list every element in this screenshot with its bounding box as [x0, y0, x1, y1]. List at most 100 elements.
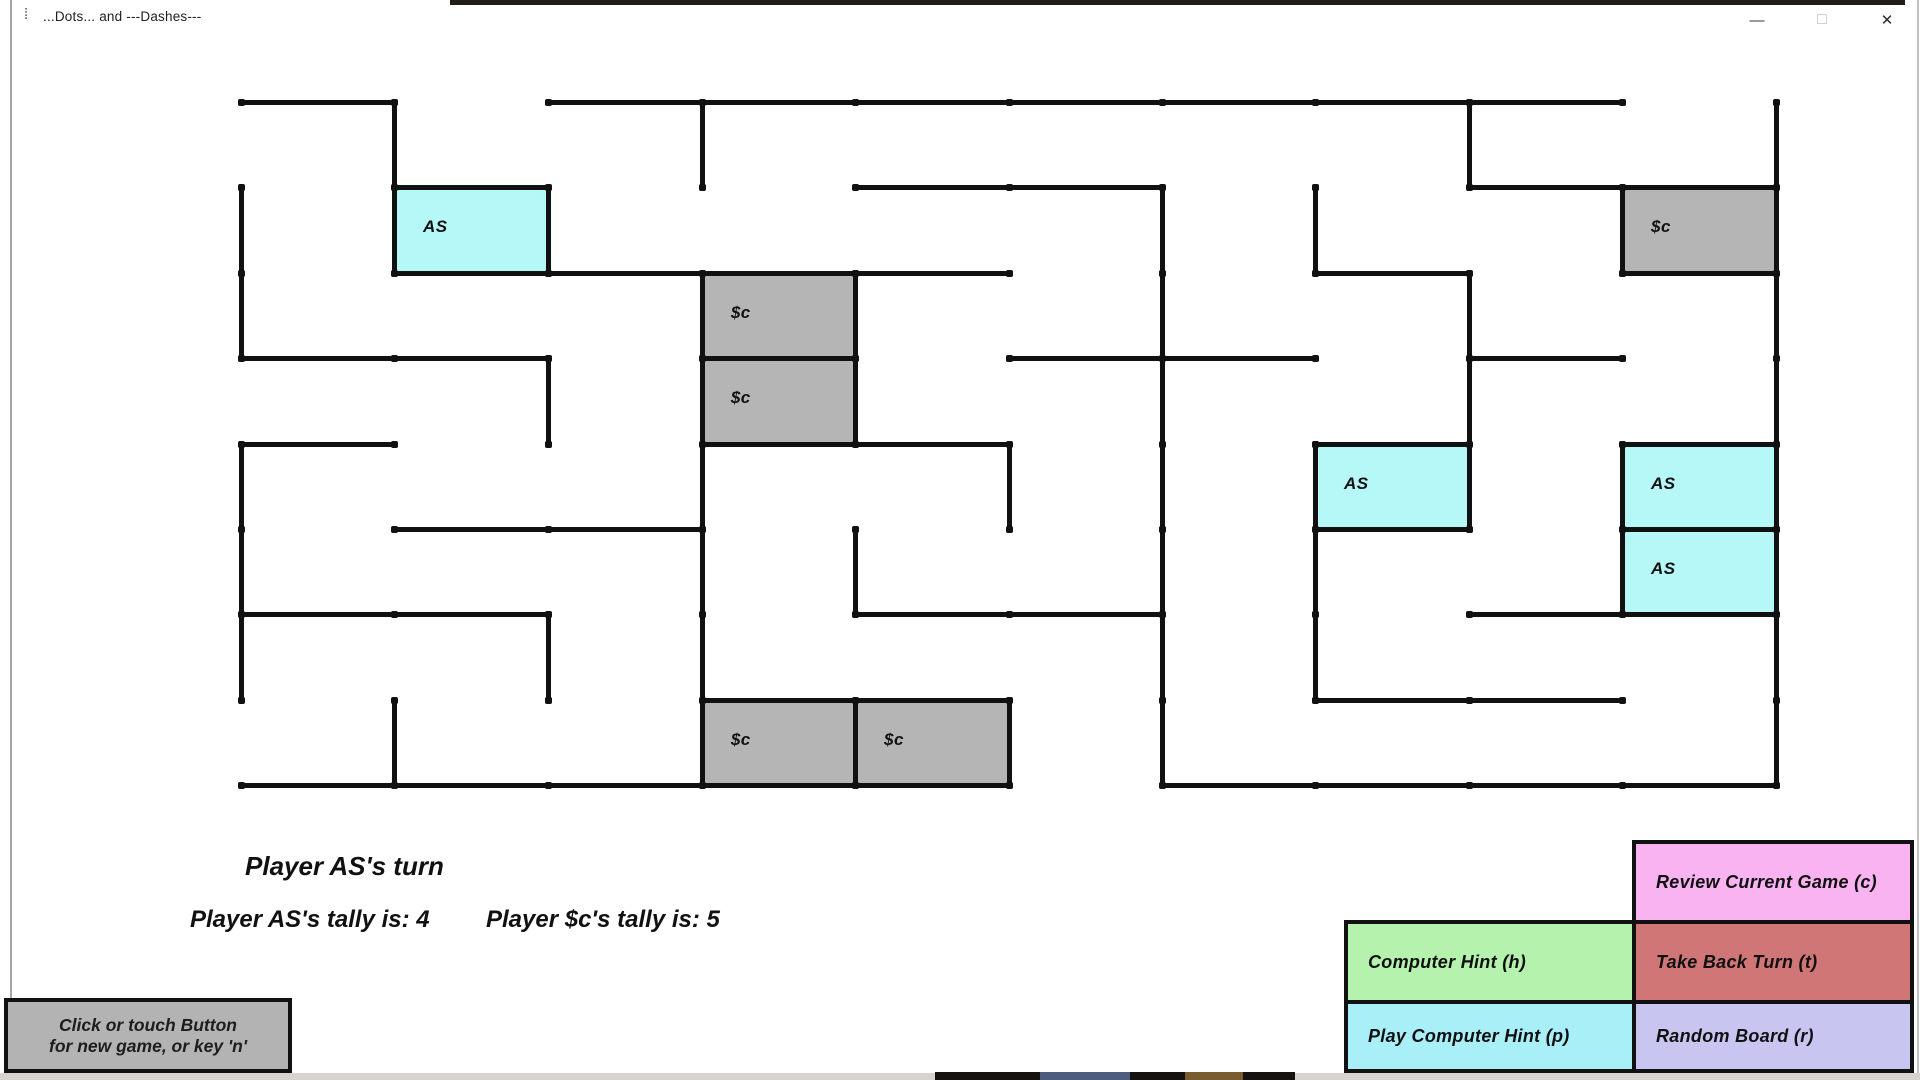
- grid-dot: [238, 270, 245, 277]
- grid-dot: [391, 782, 398, 789]
- minimize-button[interactable]: —: [1749, 11, 1765, 29]
- grid-dot: [1312, 184, 1319, 191]
- grid-dot: [1773, 526, 1780, 533]
- grid-dot: [1312, 355, 1319, 362]
- grid-dot: [1773, 184, 1780, 191]
- random-board-button[interactable]: Random Board (r): [1632, 1000, 1914, 1073]
- drawn-dash-vertical: [853, 698, 858, 788]
- window-title: ...Dots... and ---Dashes---: [43, 9, 202, 24]
- review-current-game-button[interactable]: Review Current Game (c): [1632, 840, 1914, 924]
- drawn-dash-horizontal: [1007, 356, 1165, 361]
- drawn-dash-vertical: [1620, 185, 1625, 276]
- box-owner-label: AS: [1651, 558, 1676, 578]
- drawn-dash-horizontal: [1467, 100, 1625, 105]
- title-bar[interactable]: ⁞ ...Dots... and ---Dashes--- — □ ✕: [12, 5, 1917, 35]
- claimed-box-as: AS: [1624, 531, 1774, 612]
- grid-dot: [1773, 441, 1780, 448]
- drawn-dash-vertical: [853, 527, 858, 617]
- grid-dot: [238, 355, 245, 362]
- drawn-dash-vertical: [1620, 527, 1625, 617]
- new-game-button-line1: Click or touch Button: [59, 1014, 237, 1035]
- grid-dot: [391, 99, 398, 106]
- drawn-dash-horizontal: [1160, 356, 1318, 361]
- drawn-dash-horizontal: [546, 271, 705, 276]
- grid-dot: [238, 441, 245, 448]
- drawn-dash-horizontal: [1007, 100, 1165, 105]
- drawn-dash-horizontal: [1620, 442, 1779, 447]
- grid-dot: [1159, 526, 1166, 533]
- drawn-dash-vertical: [1774, 185, 1779, 276]
- grid-dot: [699, 355, 706, 362]
- grid-dot: [545, 184, 552, 191]
- grid-dot: [238, 782, 245, 789]
- app-icon: ⁞: [24, 6, 29, 23]
- drawn-dash-horizontal: [853, 612, 1012, 617]
- new-game-button-line2: for new game, or key 'n': [49, 1035, 247, 1056]
- drawn-dash-horizontal: [239, 356, 397, 361]
- drawn-dash-horizontal: [853, 185, 1012, 190]
- claimed-box-as: AS: [1317, 446, 1467, 527]
- close-button[interactable]: ✕: [1880, 12, 1894, 29]
- drawn-dash-horizontal: [700, 100, 858, 105]
- grid-dot: [1466, 526, 1473, 533]
- maximize-button[interactable]: □: [1817, 11, 1827, 28]
- drawn-dash-vertical: [1774, 100, 1779, 190]
- grid-dot: [1159, 355, 1166, 362]
- background-window-sliver-blue: [1040, 1072, 1130, 1080]
- grid-dot: [238, 526, 245, 533]
- take-back-turn-button[interactable]: Take Back Turn (t): [1632, 920, 1914, 1004]
- new-game-button[interactable]: Click or touch Button for new game, or k…: [4, 998, 292, 1073]
- drawn-dash-horizontal: [392, 612, 551, 617]
- grid-dot: [545, 355, 552, 362]
- computer-hint-button[interactable]: Computer Hint (h): [1344, 920, 1636, 1004]
- drawn-dash-horizontal: [1313, 271, 1472, 276]
- drawn-dash-vertical: [1467, 356, 1472, 447]
- grid-dot: [391, 270, 398, 277]
- grid-dot: [1312, 697, 1319, 704]
- drawn-dash-vertical: [1160, 527, 1165, 617]
- grid-dot: [852, 184, 859, 191]
- grid-dot: [1466, 441, 1473, 448]
- grid-dot: [238, 611, 245, 618]
- grid-dot: [1312, 99, 1319, 106]
- drawn-dash-vertical: [1160, 698, 1165, 788]
- grid-dot: [1619, 99, 1626, 106]
- drawn-dash-horizontal: [239, 612, 397, 617]
- drawn-dash-vertical: [1160, 356, 1165, 447]
- grid-dot: [545, 697, 552, 704]
- grid-dot: [1006, 184, 1013, 191]
- grid-dot: [1312, 441, 1319, 448]
- drawn-dash-vertical: [1467, 100, 1472, 190]
- drawn-dash-horizontal: [392, 356, 551, 361]
- grid-dot: [545, 441, 552, 448]
- drawn-dash-horizontal: [392, 185, 551, 190]
- drawn-dash-vertical: [1160, 442, 1165, 532]
- play-computer-hint-button[interactable]: Play Computer Hint (p): [1344, 1000, 1636, 1073]
- drawn-dash-vertical: [1313, 185, 1318, 276]
- drawn-dash-vertical: [392, 698, 397, 788]
- grid-dot: [1619, 355, 1626, 362]
- drawn-dash-horizontal: [546, 527, 705, 532]
- drawn-dash-horizontal: [1467, 612, 1625, 617]
- window-right-border: [1917, 0, 1919, 1073]
- drawn-dash-horizontal: [1313, 698, 1472, 703]
- drawn-dash-vertical: [853, 271, 858, 361]
- drawn-dash-horizontal: [392, 783, 551, 788]
- grid-dot: [1773, 782, 1780, 789]
- turn-status-text: Player AS's turn: [245, 851, 444, 881]
- drawn-dash-vertical: [546, 356, 551, 447]
- grid-dot: [852, 782, 859, 789]
- grid-dot: [545, 99, 552, 106]
- drawn-dash-horizontal: [1313, 100, 1472, 105]
- grid-dot: [238, 697, 245, 704]
- drawn-dash-vertical: [853, 356, 858, 447]
- drawn-dash-horizontal: [239, 783, 397, 788]
- grid-dot: [852, 611, 859, 618]
- grid-dot: [699, 697, 706, 704]
- drawn-dash-vertical: [1774, 612, 1779, 703]
- grid-dot: [1159, 441, 1166, 448]
- drawn-dash-horizontal: [239, 442, 397, 447]
- drawn-dash-vertical: [239, 185, 244, 276]
